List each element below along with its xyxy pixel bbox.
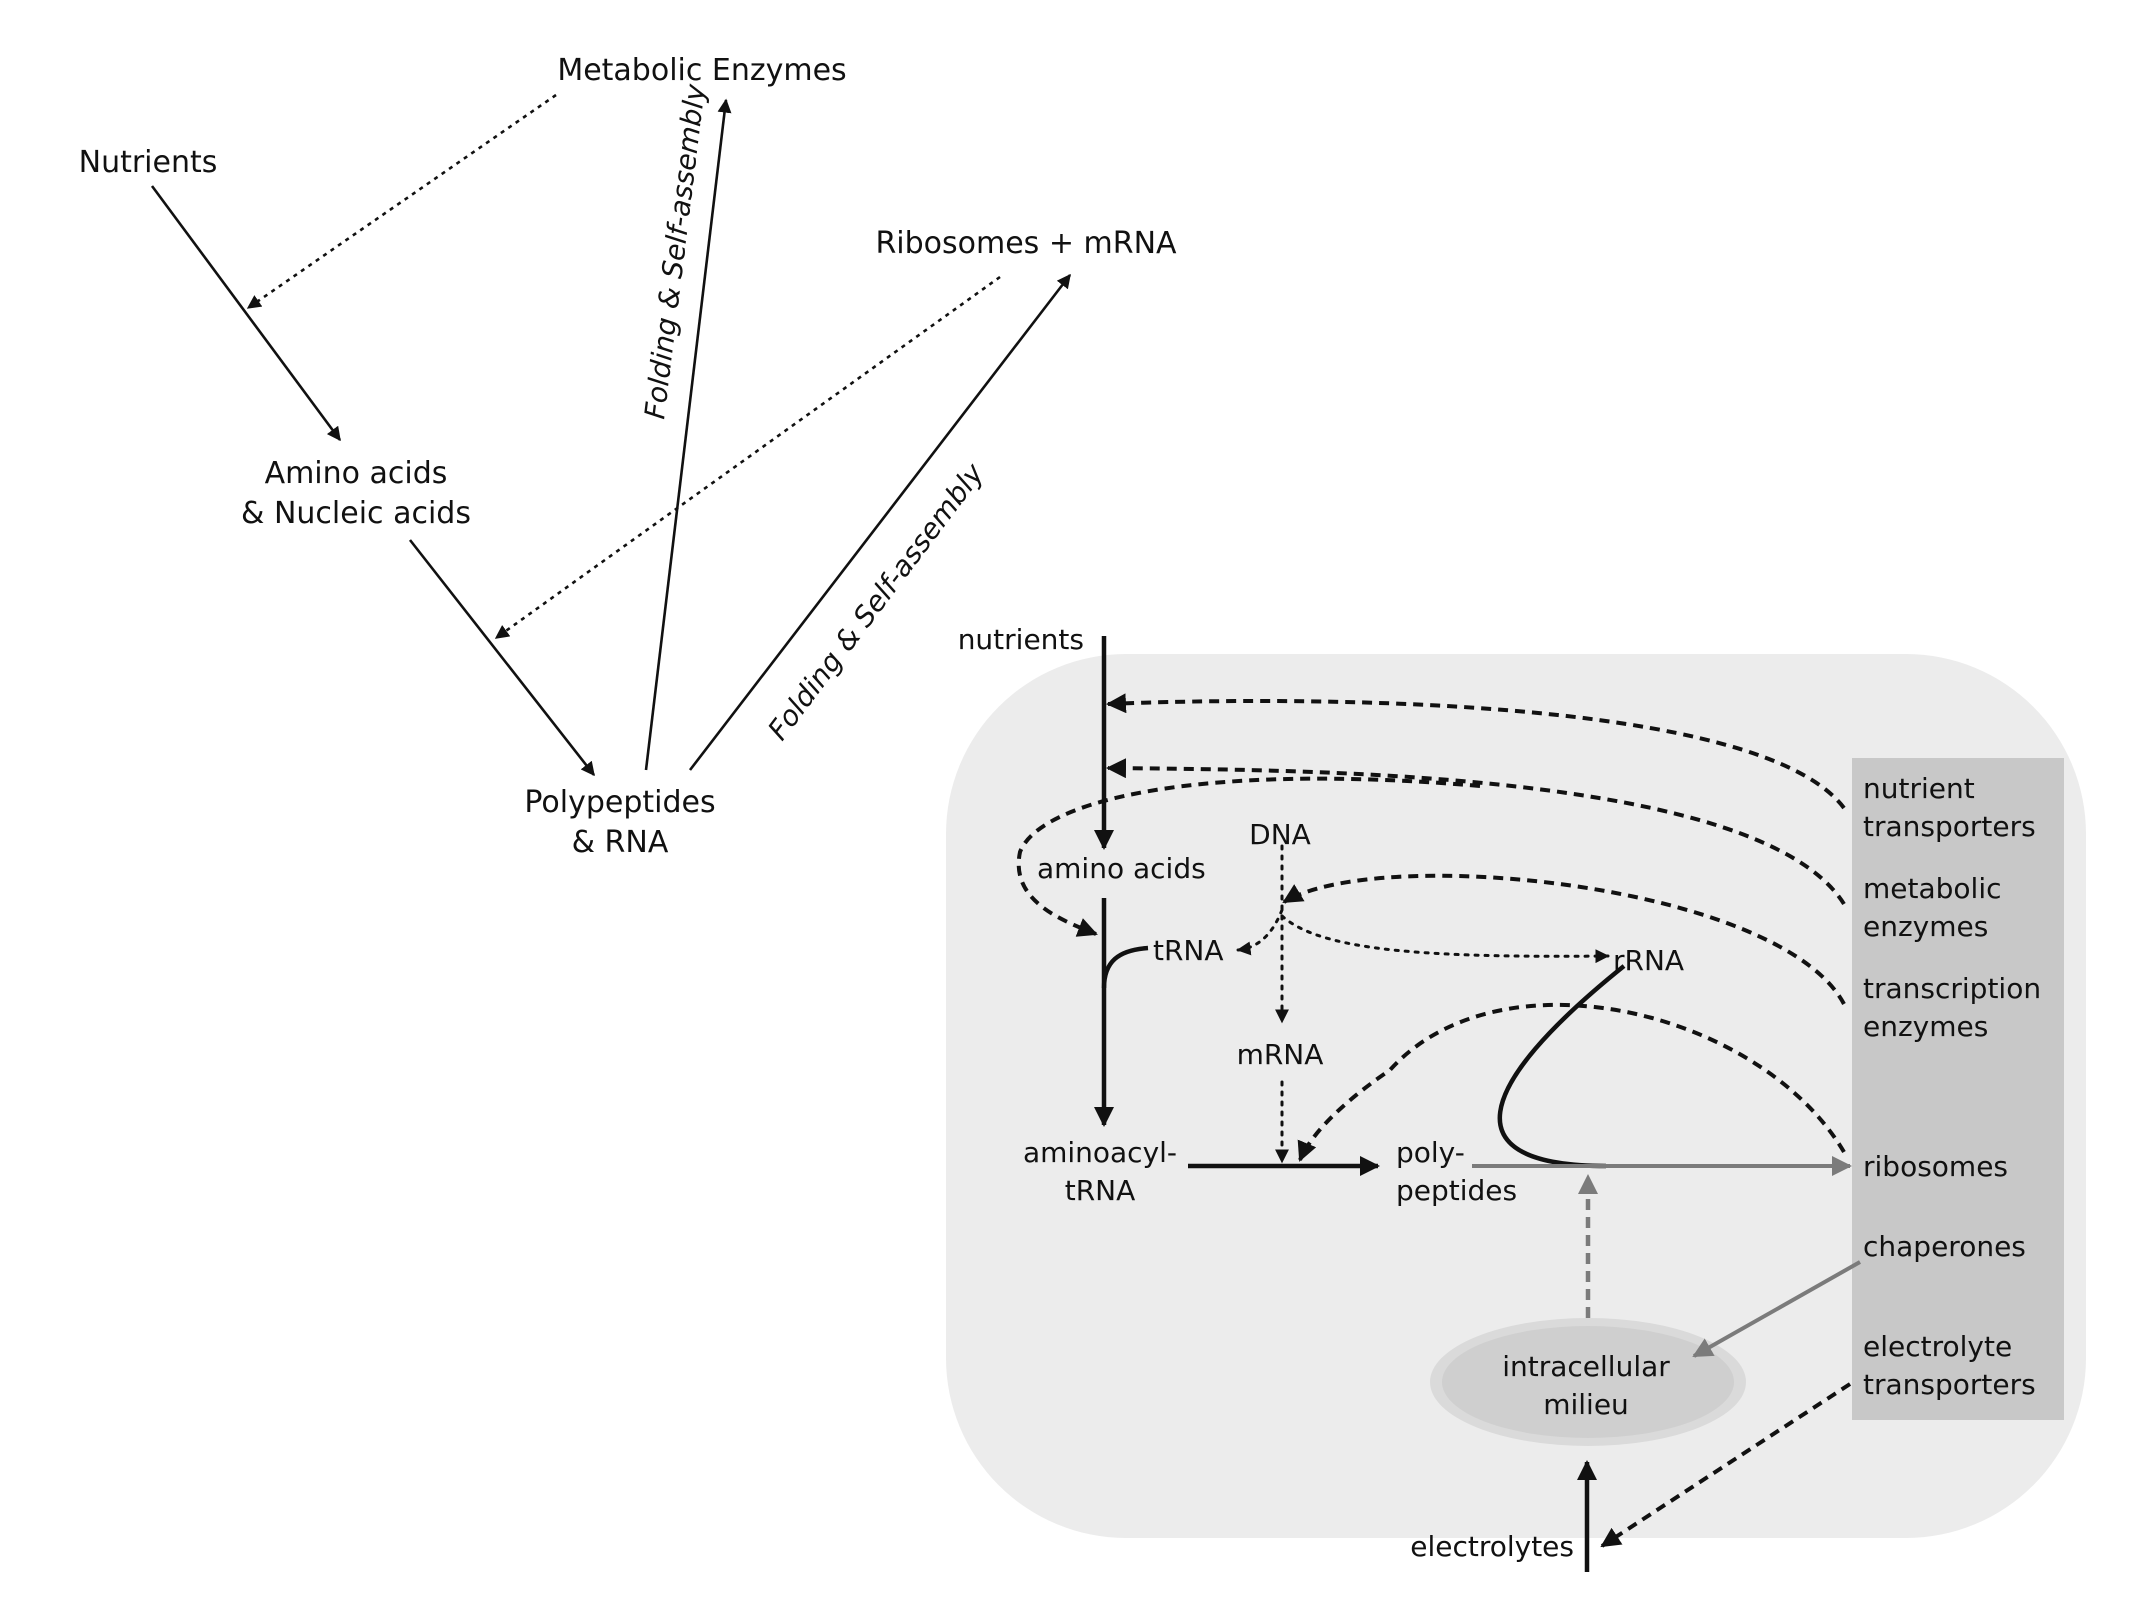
edge-trna-join [1101, 945, 1149, 989]
node-peptides: peptides [1396, 1174, 1517, 1207]
edge-metabolic-enzymes-feedback-1 [1106, 758, 1846, 906]
node-metabolic-enzymes: Metabolic Enzymes [557, 53, 846, 88]
edge-polypeptides-to-ribosomes [688, 273, 1072, 771]
edge-nutrients-to-amino-acids [150, 185, 342, 442]
node-electrolytes: electrolytes [1410, 1530, 1574, 1563]
node-amino-acids-cell: amino acids [1037, 852, 1206, 885]
edge-polypeptides-to-metabolic-enzymes [644, 98, 732, 771]
panel-metabolic-enzymes-2: enzymes [1863, 910, 1988, 943]
node-aminoacyl-trna: tRNA [1065, 1174, 1136, 1207]
edge-enzymes-catalysis [246, 93, 557, 310]
node-nutrients: Nutrients [79, 145, 218, 180]
node-nucleic-acids: & Nucleic acids [241, 496, 471, 531]
panel-nutrient-transporters-1: nutrient [1863, 772, 1975, 805]
panel-chaperones: chaperones [1863, 1230, 2026, 1263]
label-folding-1: Folding & Self-assembly [638, 82, 712, 421]
edge-dna-to-rrna [1280, 914, 1610, 964]
node-ribosomes-mrna: Ribosomes + mRNA [875, 226, 1177, 261]
edge-transcription-enzymes-feedback [1282, 873, 1846, 1005]
panel-electrolyte-transporters-2: transporters [1863, 1368, 2036, 1401]
node-dna: DNA [1249, 818, 1311, 851]
panel-nutrient-transporters-2: transporters [1863, 810, 2036, 843]
node-milieu-2: milieu [1543, 1388, 1629, 1421]
edge-chaperones-to-milieu [1692, 1260, 1861, 1358]
node-milieu-1: intracellular [1502, 1350, 1670, 1383]
node-amino-acids: Amino acids [265, 456, 448, 491]
edge-rrna-to-ribosome [1497, 964, 1626, 1169]
panel-ribosomes: ribosomes [1863, 1150, 2008, 1183]
label-folding-2: Folding & Self-assembly [761, 457, 990, 746]
panel-transcription-enzymes-2: enzymes [1863, 1010, 1988, 1043]
node-mrna: mRNA [1237, 1038, 1324, 1071]
panel-metabolic-enzymes-1: metabolic [1863, 872, 2002, 905]
protein-panel [1852, 758, 2064, 1420]
node-poly: poly- [1396, 1136, 1465, 1169]
node-rrna: rRNA [1613, 944, 1684, 977]
panel-electrolyte-transporters-1: electrolyte [1863, 1330, 2012, 1363]
milieu-ellipse [1442, 1326, 1734, 1438]
node-trna: tRNA [1153, 934, 1224, 967]
cell-boundary [946, 654, 2086, 1538]
node-polypeptides: Polypeptides [524, 785, 715, 820]
edge-ribosomes-catalysis [494, 275, 1001, 640]
edge-nutrient-transporters-feedback [1106, 693, 1846, 810]
node-rna: & RNA [572, 825, 669, 860]
edge-metabolic-enzymes-feedback-2 [1016, 776, 1481, 937]
node-aminoacyl: aminoacyl- [1023, 1136, 1177, 1169]
edge-ribosomes-feedback [1297, 1002, 1846, 1162]
edge-electrolyte-transporters-feedback [1600, 1382, 1852, 1548]
cell-diagram: nutrients amino acids DNA tRNA rRNA mRNA… [946, 623, 2086, 1572]
node-nutrients-cell: nutrients [958, 623, 1084, 656]
edge-amino-acids-to-polypeptides [408, 539, 596, 777]
panel-transcription-enzymes-1: transcription [1863, 972, 2041, 1005]
